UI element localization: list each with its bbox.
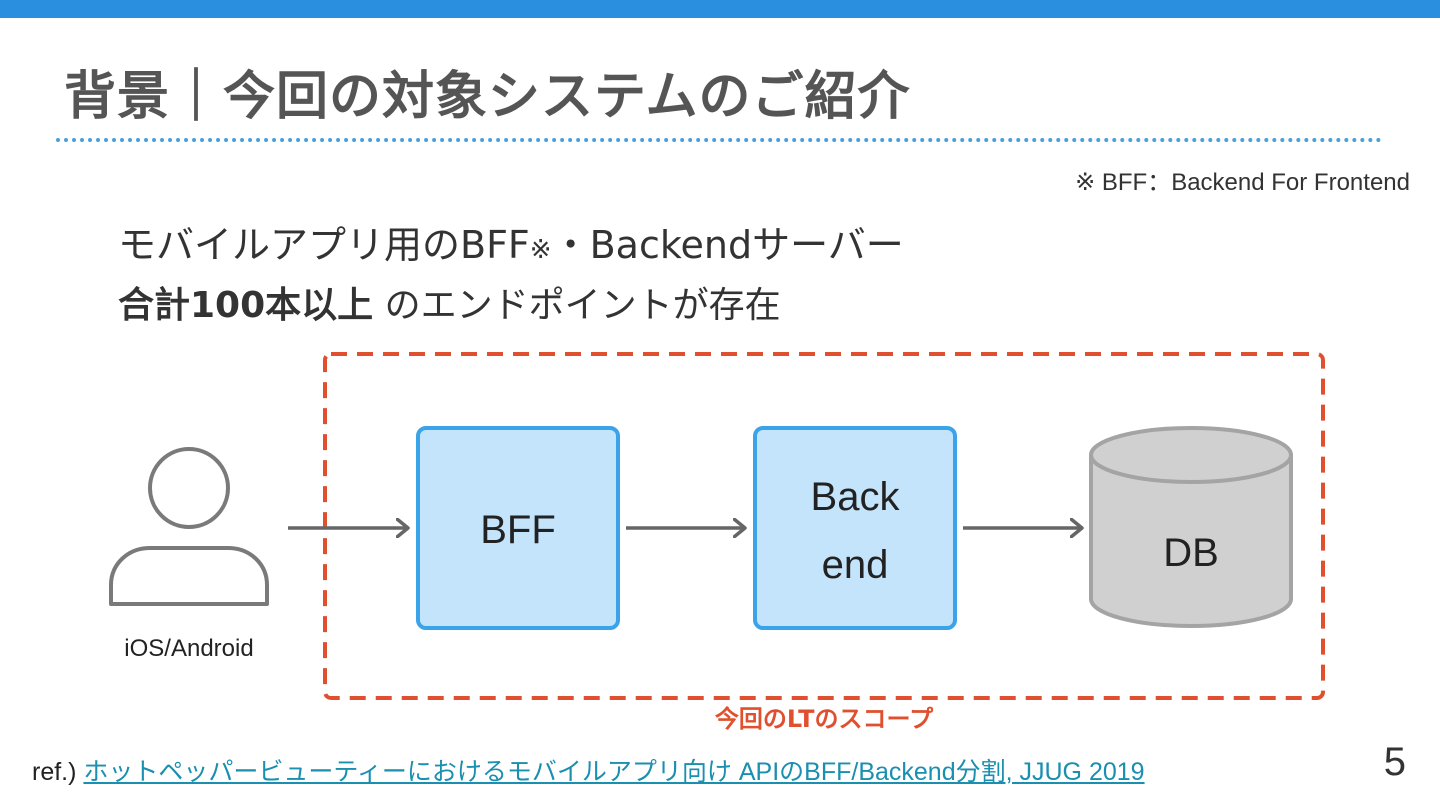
reference-link[interactable]: ホットペッパービューティーにおけるモバイルアプリ向け APIのBFF/Backe…: [83, 758, 1145, 786]
backend-label-line-1: Back: [811, 475, 901, 519]
person-icon: [109, 447, 269, 606]
footnote-bff: ※ BFF：Backend For Frontend: [1075, 169, 1410, 196]
backend-label-line-2: end: [822, 543, 889, 587]
body-line-2-rest: のエンドポイントが存在: [384, 285, 781, 326]
body-line-1-rest: ・Backendサーバー: [551, 223, 904, 267]
body-line-1-main: モバイルアプリ用のBFF: [118, 223, 530, 267]
reference: ref.) ホットペッパービューティーにおけるモバイルアプリ向け APIのBFF…: [32, 752, 1145, 788]
client-label: iOS/Android: [124, 635, 253, 662]
backend-box: [753, 426, 957, 630]
endpoint-count: 合計100本以上: [118, 285, 374, 326]
database-icon: [1089, 426, 1293, 628]
bff-label: BFF: [480, 508, 556, 552]
top-accent-bar: [0, 0, 1440, 18]
reference-prefix: ref.): [32, 758, 77, 786]
db-label: DB: [1163, 531, 1219, 575]
title-divider: [56, 138, 1382, 142]
slide-title: 背景｜今回の対象システムのご紹介: [64, 67, 911, 127]
body-line-1: モバイルアプリ用のBFF※・Backendサーバー: [118, 214, 904, 269]
bff-box: [416, 426, 620, 630]
scope-label: 今回のLTのスコープ: [715, 705, 934, 733]
body-line-2: 合計100本以上 のエンドポイントが存在: [118, 276, 781, 328]
page-number: 5: [1383, 740, 1406, 784]
scope-boundary: [323, 352, 1325, 700]
asterisk-mark: ※: [529, 235, 552, 265]
